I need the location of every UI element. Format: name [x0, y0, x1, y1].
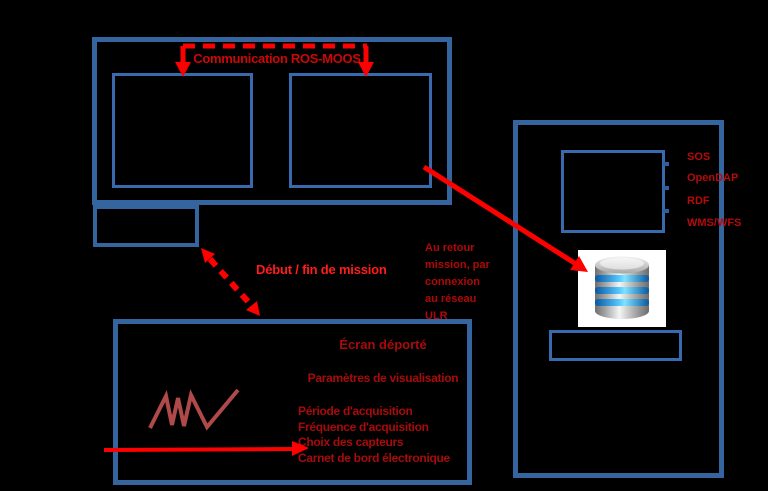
database-icon	[595, 256, 649, 319]
data-server-box	[513, 120, 724, 478]
remote-screen-item: Choix des capteurs	[298, 435, 404, 449]
mission-dashed-arrow	[201, 248, 260, 316]
onboard-system-box	[92, 37, 452, 205]
remote-screen-item: Carnet de bord électronique	[298, 450, 450, 465]
server-module-box	[561, 150, 665, 233]
remote-screen-item: Fréquence d'acquisition	[298, 419, 429, 434]
remote-screen-subtitle: Paramètres de visualisation	[307, 371, 459, 385]
service-label-wms-wfs: WMS/WFS	[687, 217, 742, 229]
communication-label: Communication ROS-MOOS	[193, 51, 361, 66]
dock-tab-box	[93, 205, 199, 247]
service-label-rdf: RDF	[687, 195, 710, 207]
connector-tick	[663, 162, 669, 166]
mission-link-label: Début / fin de mission	[256, 262, 387, 277]
ros-module-box	[112, 73, 253, 188]
moos-module-box	[289, 73, 432, 188]
remote-screen-box	[113, 319, 472, 485]
service-label-opendap: OpenDAP	[687, 172, 739, 184]
remote-screen-item-list: Période d'acquisition Fréquence d'acquis…	[298, 404, 468, 466]
database-icon-tile	[578, 250, 666, 327]
connector-tick	[663, 186, 669, 190]
return-mission-note: Au retour mission, par connexion au rése…	[425, 242, 490, 322]
remote-screen-title: Écran déporté	[339, 337, 427, 352]
remote-screen-item: Période d'acquisition	[298, 404, 413, 418]
remote-screen-text: Écran déporté Paramètres de visualisatio…	[298, 337, 468, 466]
connector-tick	[663, 209, 669, 213]
service-label-sos: SOS	[687, 151, 711, 163]
server-storage-box	[549, 330, 682, 361]
